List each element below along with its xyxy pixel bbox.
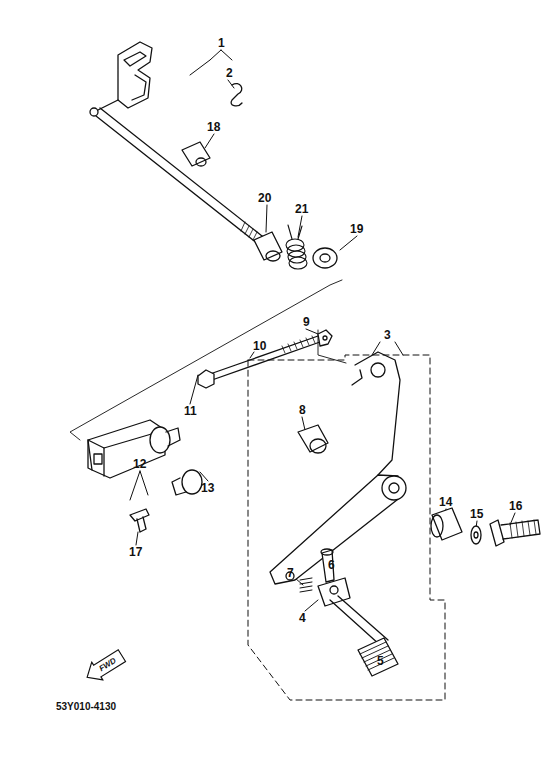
callout-number: 3: [384, 329, 391, 341]
callout-number: 10: [253, 340, 266, 352]
callout-number: 9: [303, 316, 310, 328]
callout-number: 17: [129, 546, 142, 558]
callout-number: 7: [287, 567, 294, 579]
callout-number: 15: [470, 508, 483, 520]
callout-number: 20: [258, 192, 271, 204]
callout-number: 18: [207, 121, 220, 133]
forward-arrow: FWD: [80, 645, 129, 687]
callout-number: 16: [509, 500, 522, 512]
callout-number: 14: [439, 496, 452, 508]
callout-number: 1: [218, 37, 225, 49]
callout-number: 8: [299, 404, 306, 416]
callout-number: 6: [328, 559, 335, 571]
drawing-number: 53Y010-4130: [56, 702, 116, 712]
callout-number: 13: [201, 482, 214, 494]
callout-number: 19: [350, 223, 363, 235]
callout-number: 21: [295, 203, 308, 215]
callout-number: 11: [184, 405, 197, 417]
callout-number: 2: [226, 67, 233, 79]
callout-number: 12: [133, 458, 146, 470]
arrow-text: FWD: [97, 655, 117, 672]
callout-number: 5: [377, 655, 384, 667]
callout-number: 4: [299, 612, 306, 624]
